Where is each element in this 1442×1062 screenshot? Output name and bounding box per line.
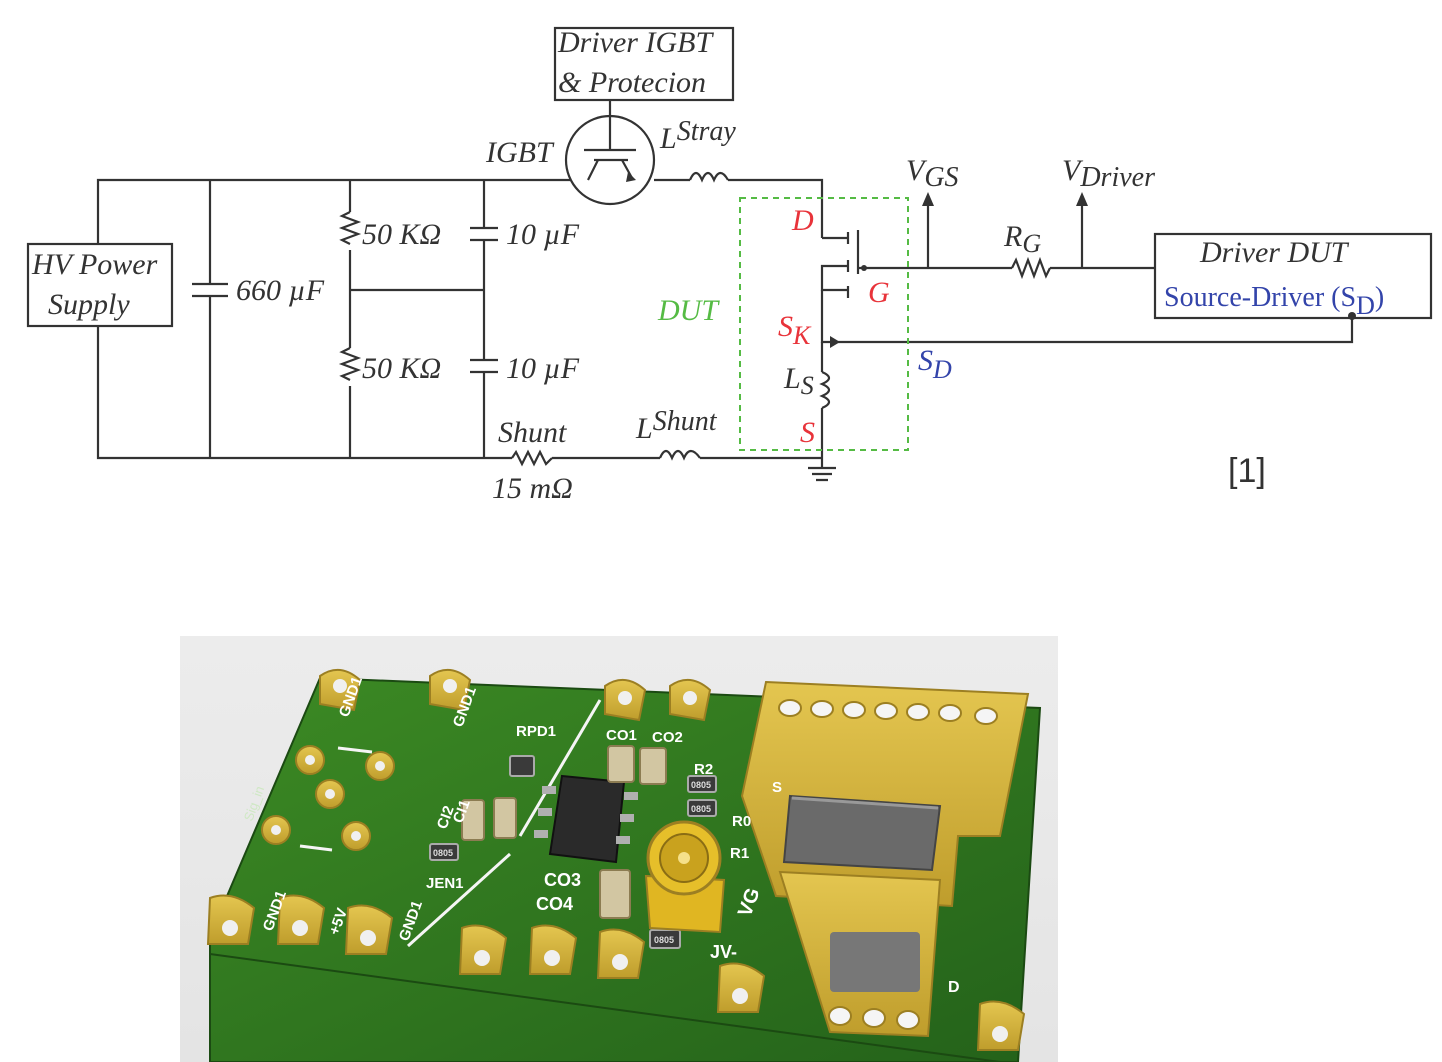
l-s-coil (819, 370, 831, 410)
rg-resistor-symbol (1011, 256, 1051, 280)
label-co2: CO2 (652, 729, 683, 746)
reference-label: [1] (1228, 452, 1266, 490)
label-rpd1: RPD1 (516, 723, 556, 740)
label-jv-minus: JV- (710, 942, 737, 962)
driver-igbt-label-1: Driver IGBT (557, 26, 714, 59)
driver-dut-box (1153, 232, 1433, 320)
cap-bottom-label: 10 µF (506, 352, 580, 385)
ground-symbol (808, 466, 836, 482)
label-ci2: CI2 (434, 804, 458, 832)
l-shunt-coil (658, 449, 701, 461)
pin-g-label: G (868, 276, 890, 309)
cap-top-label: 10 µF (506, 218, 580, 251)
sma-connector (644, 820, 726, 934)
label-s: S (772, 779, 782, 796)
rg-label: RG (1003, 220, 1041, 258)
hv-supply-label-2: Supply (48, 288, 130, 321)
vdriver-label: VDriver (1062, 154, 1155, 193)
pin-s-label: S (800, 416, 815, 449)
pcb-render: 0805 0805 0805 0805 GND1 GND1 RPD1 CO1 C… (180, 636, 1058, 1062)
dut-label: DUT (657, 294, 720, 327)
label-d: D (948, 979, 960, 996)
label-ci1: CI1 (450, 798, 474, 826)
via-array (778, 699, 998, 1030)
circuit-schematic: HV Power Supply 660 µF 50 KΩ 50 KΩ 10 µF… (26, 26, 1433, 505)
pin-sk-label: SK (778, 310, 812, 350)
label-r0: R0 (732, 813, 751, 830)
source-driver-label: Source-Driver (SD) (1164, 282, 1384, 320)
label-co3: CO3 (544, 870, 581, 890)
chip-mark-jv: 0805 (654, 935, 674, 945)
driver-igbt-box (553, 26, 735, 102)
label-jen1: JEN1 (426, 875, 464, 892)
dut-dashed-box (739, 197, 909, 451)
pin-d-label: D (791, 204, 814, 237)
l-shunt-label: LShunt (635, 406, 718, 445)
ls-label: LS (783, 362, 814, 400)
l-stray-coil (688, 171, 729, 183)
capacitors (461, 745, 667, 919)
resistor-bottom-symbol (338, 347, 362, 381)
label-co1: CO1 (606, 727, 637, 744)
chip-mark-r0: 0805 (691, 804, 711, 814)
resistors (429, 755, 717, 949)
l-stray-label: LStray (659, 116, 736, 155)
driver-dut-label: Driver DUT (1199, 236, 1350, 269)
igbt-label: IGBT (485, 136, 555, 169)
shunt-resistor-symbol (511, 449, 553, 467)
shunt-label: Shunt (498, 416, 567, 449)
vgs-label: VGS (906, 154, 959, 193)
chip-mark-jen1: 0805 (433, 848, 453, 858)
resistor-top-symbol (338, 211, 362, 245)
shunt-value-label: 15 mΩ (492, 472, 573, 505)
chip-mark-r2: 0805 (691, 780, 711, 790)
res-top-label: 50 KΩ (362, 218, 441, 251)
sd-label: SD (918, 344, 952, 384)
label-co4: CO4 (536, 894, 573, 914)
cap-660-label: 660 µF (236, 274, 325, 307)
res-bottom-label: 50 KΩ (362, 352, 441, 385)
mosfet-package (782, 794, 942, 872)
pcb-board: 0805 0805 0805 0805 GND1 GND1 RPD1 CO1 C… (206, 669, 1042, 1062)
hv-supply-label-1: HV Power (31, 248, 158, 281)
label-r2: R2 (694, 761, 713, 778)
hv-power-supply-box (26, 242, 174, 328)
mounting-pads (206, 669, 1026, 1051)
gate-driver-ic (548, 774, 626, 864)
label-r1: R1 (730, 845, 749, 862)
driver-igbt-label-2: & Protecion (558, 66, 706, 99)
